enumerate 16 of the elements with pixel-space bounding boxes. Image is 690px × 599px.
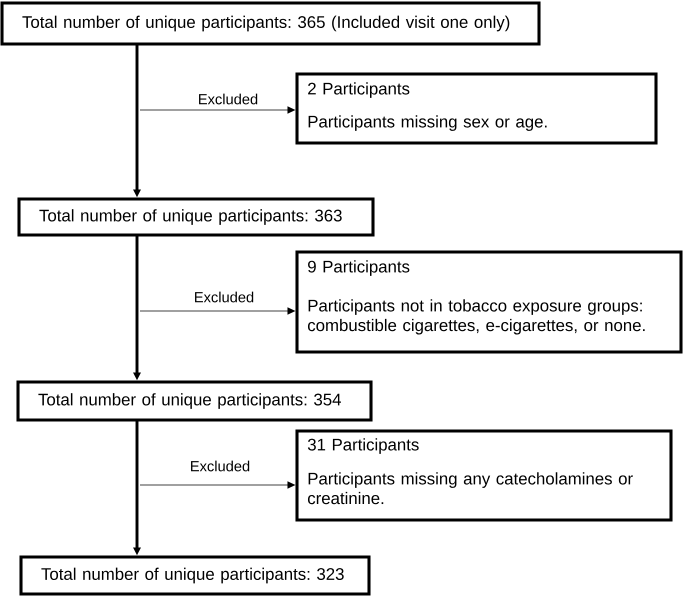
- edge-label: Excluded: [192, 290, 256, 304]
- count-box: Total number of unique participants: 363: [17, 197, 375, 237]
- count-box: Total number of unique participants: 354: [16, 380, 373, 422]
- reason-text: Participants not in tobacco exposure groups: combustible cigarettes, e-cigarettes, or none.: [308, 299, 645, 335]
- exclusion-box: [295, 250, 683, 354]
- reason-text: Participants missing sex or age.: [308, 115, 547, 131]
- count-box: Total number of unique participants: 365 (Included visit one only): [0, 1, 541, 46]
- reason-text: Participants missing any catecholamines or creatinine.: [308, 472, 633, 504]
- count-box: Total number of unique participants: 323: [19, 555, 371, 596]
- count-text: 31 Participants: [308, 438, 419, 454]
- exclusion-box: [295, 429, 673, 522]
- edge-label: Excluded: [188, 459, 252, 473]
- edge-label: Excluded: [196, 92, 260, 106]
- count-text: 9 Participants: [308, 260, 410, 276]
- exclusion-box: [295, 72, 658, 145]
- count-text: 2 Participants: [308, 82, 410, 98]
